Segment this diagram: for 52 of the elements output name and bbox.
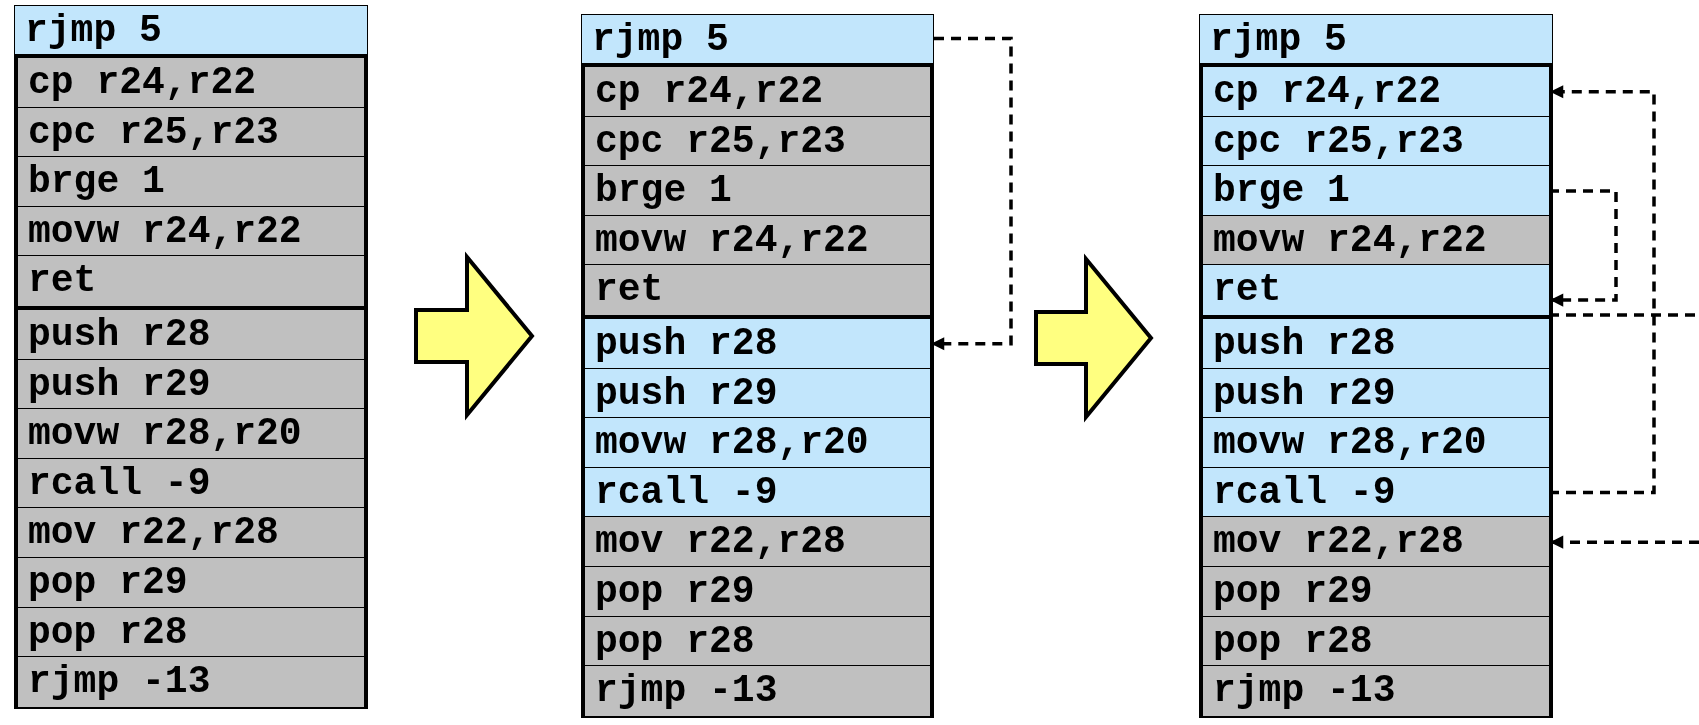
dashed-arrow (931, 36, 1013, 351)
instruction-row: movw r28,r20 (18, 409, 364, 459)
code-block (581, 315, 934, 718)
instruction-row: brge 1 (1203, 166, 1549, 216)
instruction-row: ret (18, 256, 364, 306)
instruction-row: cpc r25,r23 (18, 107, 364, 158)
instruction-row: mov r22,r28 (585, 517, 930, 567)
instruction-row: mov r22,r28 (18, 508, 364, 558)
instruction-row: pop r29 (18, 557, 364, 608)
instruction-row: push r29 (18, 359, 364, 410)
instruction-row: push r28 (585, 319, 930, 369)
instruction-row: rcall -9 (1203, 467, 1549, 518)
instruction-row: pop r29 (1203, 566, 1549, 617)
code-block (1199, 63, 1553, 317)
dashed-arrow (1550, 535, 1699, 549)
instruction-row: rcall -9 (585, 467, 930, 518)
instruction-row: rjmp -13 (18, 657, 364, 707)
instruction-row: brge 1 (585, 166, 930, 216)
instruction-row: brge 1 (18, 157, 364, 207)
code-block (1199, 315, 1553, 718)
instruction-row: cp r24,r22 (18, 58, 364, 108)
block-arrow (414, 251, 535, 421)
code-block (14, 306, 368, 709)
instruction-row: push r28 (18, 310, 364, 360)
instruction-row: rjmp -13 (585, 666, 930, 716)
instruction-row: rjmp -13 (1203, 666, 1549, 716)
instruction-row: cp r24,r22 (585, 67, 930, 117)
instruction-row: push r28 (1203, 319, 1549, 369)
instruction-row: pop r29 (585, 566, 930, 617)
instruction-row: rjmp 5 (1199, 14, 1553, 63)
instruction-row: pop r28 (1203, 616, 1549, 667)
instruction-row: movw r28,r20 (1203, 418, 1549, 468)
instruction-row: pop r28 (18, 607, 364, 658)
instruction-row: rjmp 5 (14, 5, 368, 54)
block-arrow (1034, 253, 1154, 423)
instruction-row: push r29 (1203, 368, 1549, 419)
instruction-row: pop r28 (585, 616, 930, 667)
code-block (581, 63, 934, 317)
instruction-row: ret (1203, 265, 1549, 315)
instruction-row: movw r24,r22 (18, 206, 364, 257)
instruction-row: ret (585, 265, 930, 315)
instruction-row: mov r22,r28 (1203, 517, 1549, 567)
instruction-row: movw r24,r22 (585, 215, 930, 266)
instruction-row: push r29 (585, 368, 930, 419)
code-block (14, 54, 368, 308)
instruction-row: rcall -9 (18, 458, 364, 509)
instruction-row: movw r24,r22 (1203, 215, 1549, 266)
instruction-row: rjmp 5 (581, 14, 934, 63)
instruction-row: movw r28,r20 (585, 418, 930, 468)
instruction-row: cp r24,r22 (1203, 67, 1549, 117)
instruction-row: cpc r25,r23 (1203, 116, 1549, 167)
instruction-row: cpc r25,r23 (585, 116, 930, 167)
